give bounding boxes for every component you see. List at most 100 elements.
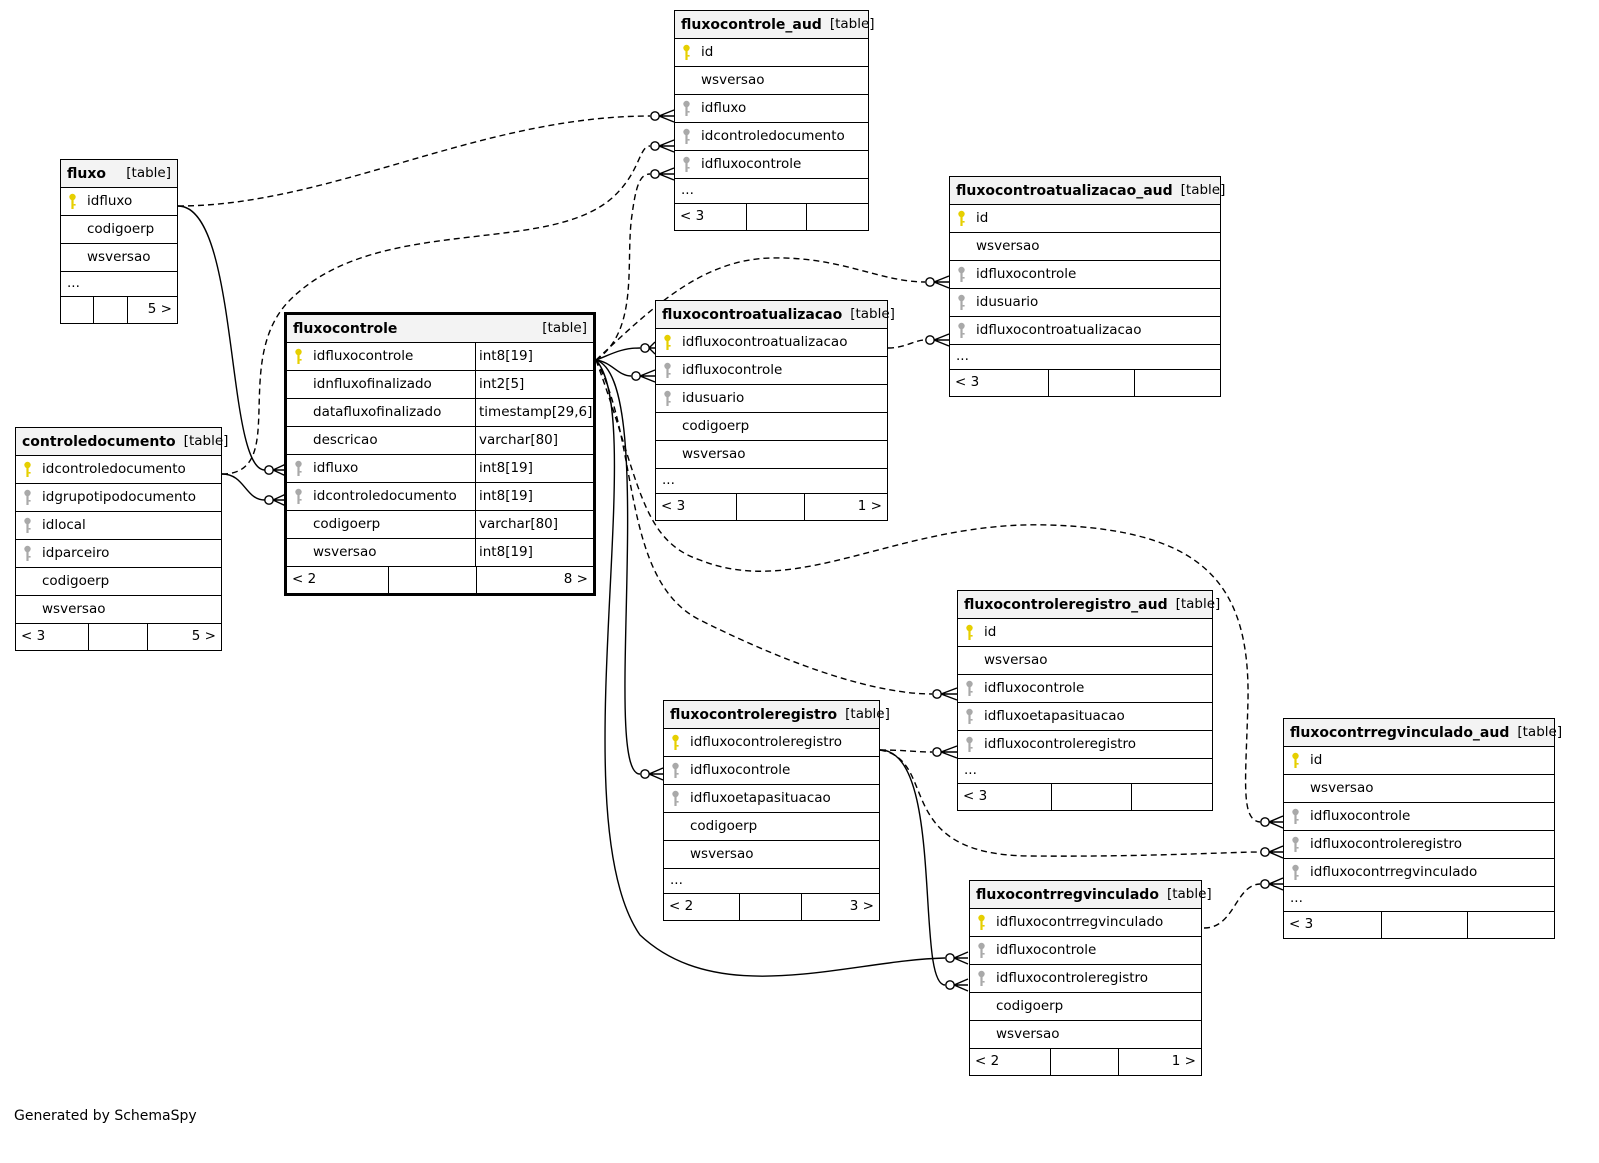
table-name[interactable]: controledocumento xyxy=(22,433,176,450)
parent-count[interactable]: < 3 xyxy=(958,784,1052,810)
column-row[interactable]: codigoerp xyxy=(656,413,887,441)
column-row[interactable]: wsversao xyxy=(656,441,887,469)
more-columns-row[interactable]: ... xyxy=(61,272,177,297)
column-row[interactable]: wsversao xyxy=(970,1021,1201,1049)
child-count[interactable]: 1 > xyxy=(1171,1053,1196,1070)
column-row[interactable]: idfluxocontrole xyxy=(656,357,887,385)
child-count[interactable] xyxy=(1468,912,1554,938)
table-name[interactable]: fluxocontroatualizacao_aud xyxy=(956,182,1173,199)
table-name[interactable]: fluxocontroatualizacao xyxy=(662,306,843,323)
column-row[interactable]: codigoerp xyxy=(664,813,879,841)
column-row[interactable]: idfluxo xyxy=(675,95,868,123)
column-name: idlocal xyxy=(42,516,86,533)
column-row[interactable]: idgrupotipodocumento xyxy=(16,484,221,512)
column-row[interactable]: codigoerp xyxy=(16,568,221,596)
table-controledocumento[interactable]: controledocumento[table]idcontroledocume… xyxy=(15,427,228,651)
column-row[interactable]: idfluxocontrole xyxy=(675,151,868,179)
child-count[interactable]: 5 > xyxy=(147,301,172,318)
column-row[interactable]: idfluxo xyxy=(61,188,177,216)
more-columns-row[interactable]: ... xyxy=(656,469,887,494)
column-row[interactable]: wsversao xyxy=(675,67,868,95)
column-row[interactable]: wsversao xyxy=(61,244,177,272)
table-name[interactable]: fluxocontroleregistro_aud xyxy=(964,596,1168,613)
column-row[interactable]: idfluxocontrregvinculado xyxy=(970,909,1201,937)
column-row[interactable]: idfluxocontroleregistro xyxy=(664,729,879,757)
parent-count[interactable]: < 2 xyxy=(287,567,389,593)
column-row[interactable]: codigoerp xyxy=(970,993,1201,1021)
table-fluxocontroatualizacao[interactable]: fluxocontroatualizacao[table]idfluxocont… xyxy=(655,300,895,521)
column-row[interactable]: id xyxy=(1284,747,1554,775)
table-fluxocontroleregistro[interactable]: fluxocontroleregistro[table]idfluxocontr… xyxy=(663,700,890,921)
more-columns-row[interactable]: ... xyxy=(1284,887,1554,912)
table-name[interactable]: fluxocontrregvinculado xyxy=(976,886,1159,903)
column-row[interactable]: wsversao xyxy=(950,233,1220,261)
column-row[interactable]: wsversao xyxy=(958,647,1212,675)
child-count[interactable]: 1 > xyxy=(857,498,882,515)
column-row[interactable]: id xyxy=(675,39,868,67)
column-row[interactable]: idfluxoetapasituacao xyxy=(958,703,1212,731)
more-columns-row[interactable]: ... xyxy=(675,179,868,204)
column-row[interactable]: wsversao xyxy=(16,596,221,624)
table-name[interactable]: fluxocontrole xyxy=(293,320,398,337)
more-columns-row[interactable]: ... xyxy=(958,759,1212,784)
parent-count[interactable]: < 3 xyxy=(675,204,747,230)
child-count[interactable] xyxy=(807,204,868,230)
column-row[interactable]: idfluxocontroatualizacao xyxy=(950,317,1220,345)
column-row[interactable]: idparceiro xyxy=(16,540,221,568)
column-row[interactable]: idfluxocontroatualizacao xyxy=(656,329,887,357)
column-row[interactable]: id xyxy=(950,205,1220,233)
column-row[interactable]: idfluxocontrole xyxy=(950,261,1220,289)
column-row[interactable]: id xyxy=(958,619,1212,647)
column-row[interactable]: codigoerp xyxy=(61,216,177,244)
more-columns-row[interactable]: ... xyxy=(950,345,1220,370)
column-row[interactable]: idfluxocontrole xyxy=(970,937,1201,965)
parent-count[interactable]: < 2 xyxy=(970,1049,1051,1075)
parent-count[interactable] xyxy=(61,297,94,323)
parent-count[interactable]: < 3 xyxy=(16,624,89,650)
column-row[interactable]: idusuario xyxy=(656,385,887,413)
table-fluxocontrregvinculado[interactable]: fluxocontrregvinculado[table]idfluxocont… xyxy=(969,880,1212,1076)
child-count[interactable]: 3 > xyxy=(849,898,874,915)
table-name[interactable]: fluxo xyxy=(67,165,106,182)
table-name[interactable]: fluxocontrole_aud xyxy=(681,16,822,33)
child-count[interactable] xyxy=(1132,784,1212,810)
column-row[interactable]: idcontroledocumento xyxy=(675,123,868,151)
column-row[interactable]: idfluxocontrole xyxy=(958,675,1212,703)
column-row[interactable]: idfluxocontrole xyxy=(664,757,879,785)
column-row[interactable]: idusuario xyxy=(950,289,1220,317)
child-count[interactable]: 8 > xyxy=(563,571,588,588)
more-columns-row[interactable]: ... xyxy=(664,869,879,894)
table-name[interactable]: fluxocontrregvinculado_aud xyxy=(1290,724,1510,741)
column-row[interactable]: idfluxocontrregvinculado xyxy=(1284,859,1554,887)
table-name[interactable]: fluxocontroleregistro xyxy=(670,706,838,723)
column-row[interactable]: wsversao xyxy=(1284,775,1554,803)
child-count[interactable] xyxy=(1135,370,1220,396)
column-row[interactable]: wsversao xyxy=(664,841,879,869)
column-row[interactable]: idfluxocontrole xyxy=(1284,803,1554,831)
column-row[interactable]: idfluxocontroleregistro xyxy=(1284,831,1554,859)
column-row[interactable]: idfluxocontroleregistro xyxy=(958,731,1212,759)
parent-count[interactable]: < 3 xyxy=(950,370,1049,396)
column-row[interactable]: idcontroledocumento xyxy=(16,456,221,484)
column-row[interactable]: idfluxoetapasituacao xyxy=(664,785,879,813)
column-row[interactable]: idlocal xyxy=(16,512,221,540)
column-row[interactable]: idfluxocontroleregistro xyxy=(970,965,1201,993)
parent-count[interactable]: < 2 xyxy=(664,894,740,920)
child-count[interactable]: 5 > xyxy=(191,628,216,645)
parent-count[interactable]: < 3 xyxy=(1284,912,1382,938)
parent-count[interactable]: < 3 xyxy=(656,494,737,520)
